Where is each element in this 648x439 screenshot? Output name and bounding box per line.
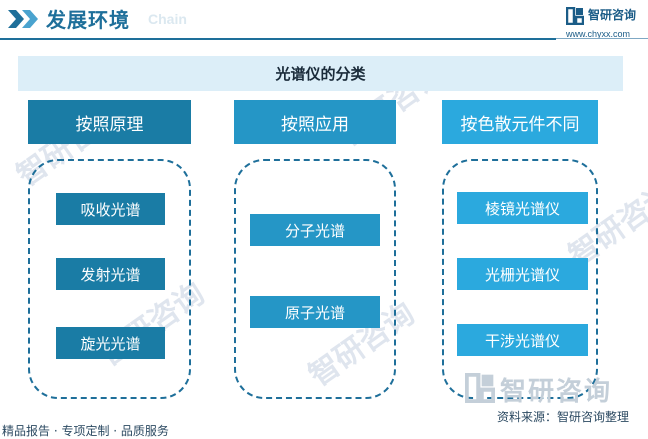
page-header: 发展环境 Chain 智研咨询 www.chyxx.com [0,0,648,44]
diagram-title: 光谱仪的分类 [18,56,623,91]
header-divider [556,38,648,39]
item-optical-rotation-spectrum: 旋光光谱 [56,327,165,359]
item-molecular-spectrum: 分子光谱 [250,214,380,246]
brand-name: 智研咨询 [588,8,637,22]
group-dispersion [442,159,598,399]
group-application [234,159,396,399]
item-grating-spectrometer: 光栅光谱仪 [457,258,588,290]
item-atomic-spectrum: 原子光谱 [250,296,380,328]
footer-source: 资料来源：智研咨询整理 [497,410,630,424]
item-absorption-spectrum: 吸收光谱 [56,193,165,225]
footer-tagline: 精品报告 · 专项定制 · 品质服务 [2,424,169,438]
category-dispersion: 按色散元件不同 [442,100,598,144]
category-application: 按照应用 [234,100,396,144]
brand-logo-icon [465,373,495,403]
brand-url: www.chyxx.com [566,29,631,39]
item-emission-spectrum: 发射光谱 [56,258,165,290]
item-prism-spectrometer: 棱镜光谱仪 [457,192,588,224]
section-title: 发展环境 [46,8,130,32]
chevron-right-icon [8,10,38,28]
group-principle [28,159,191,399]
item-interference-spectrometer: 干涉光谱仪 [457,324,588,356]
brand-logo-icon [566,7,584,25]
brand-name-watermark: 智研咨询 [500,377,613,407]
section-subtitle: Chain [148,11,187,27]
category-principle: 按照原理 [28,100,191,144]
header-divider [0,38,556,40]
